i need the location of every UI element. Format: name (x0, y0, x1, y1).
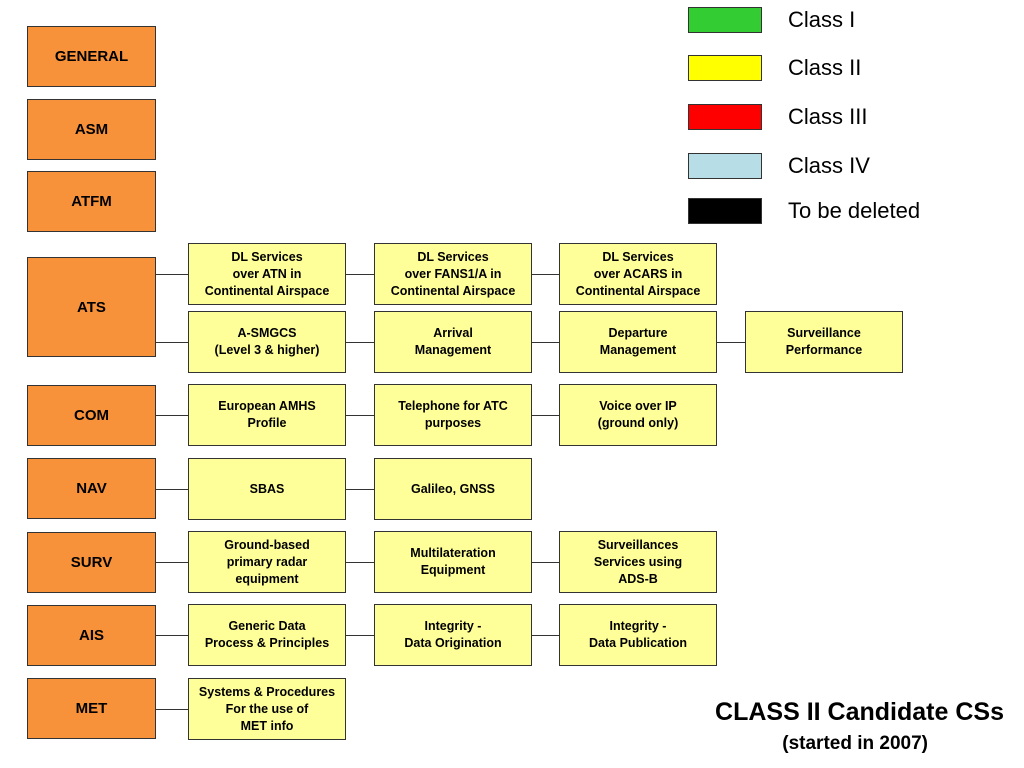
service-box[interactable]: Generic Data Process & Principles (188, 604, 346, 666)
connector-line (156, 342, 188, 343)
service-box[interactable]: Surveillances Services using ADS-B (559, 531, 717, 593)
connector-line (346, 274, 374, 275)
service-box[interactable]: Integrity - Data Publication (559, 604, 717, 666)
category-surv-box[interactable]: SURV (27, 532, 156, 593)
category-general-box[interactable]: GENERAL (27, 26, 156, 87)
connector-line (156, 274, 188, 275)
category-com-box[interactable]: COM (27, 385, 156, 446)
service-box[interactable]: Telephone for ATC purposes (374, 384, 532, 446)
connector-line (346, 342, 374, 343)
connector-line (532, 342, 559, 343)
page-subtitle: (started in 2007) (782, 733, 928, 754)
legend-swatch (688, 153, 762, 179)
category-met-box[interactable]: MET (27, 678, 156, 739)
service-box[interactable]: DL Services over FANS1/A in Continental … (374, 243, 532, 305)
connector-line (156, 562, 188, 563)
legend-swatch (688, 198, 762, 224)
connector-line (156, 415, 188, 416)
legend-label: Class III (788, 104, 868, 129)
page-title: CLASS II Candidate CSs (715, 698, 1004, 726)
legend-swatch (688, 104, 762, 130)
connector-line (346, 415, 374, 416)
service-box[interactable]: A-SMGCS (Level 3 & higher) (188, 311, 346, 373)
service-box[interactable]: Galileo, GNSS (374, 458, 532, 520)
category-atfm-box[interactable]: ATFM (27, 171, 156, 232)
connector-line (532, 635, 559, 636)
service-box[interactable]: Ground-based primary radar equipment (188, 531, 346, 593)
service-box[interactable]: Arrival Management (374, 311, 532, 373)
connector-line (156, 489, 188, 490)
legend-label: Class II (788, 55, 862, 80)
category-ais-box[interactable]: AIS (27, 605, 156, 666)
category-asm-box[interactable]: ASM (27, 99, 156, 160)
legend-swatch (688, 7, 762, 33)
connector-line (532, 562, 559, 563)
legend-label: Class IV (788, 153, 870, 178)
category-ats-box[interactable]: ATS (27, 257, 156, 357)
connector-line (156, 709, 188, 710)
connector-line (532, 415, 559, 416)
service-box[interactable]: Surveillance Performance (745, 311, 903, 373)
service-box[interactable]: DL Services over ATN in Continental Airs… (188, 243, 346, 305)
service-box[interactable]: DL Services over ACARS in Continental Ai… (559, 243, 717, 305)
legend-swatch (688, 55, 762, 81)
connector-line (346, 562, 374, 563)
service-box[interactable]: Voice over IP (ground only) (559, 384, 717, 446)
service-box[interactable]: European AMHS Profile (188, 384, 346, 446)
service-box[interactable]: Multilateration Equipment (374, 531, 532, 593)
connector-line (532, 274, 559, 275)
legend-label: Class I (788, 7, 856, 32)
connector-line (346, 489, 374, 490)
service-box[interactable]: Integrity - Data Origination (374, 604, 532, 666)
service-box[interactable]: Systems & Procedures For the use of MET … (188, 678, 346, 740)
service-box[interactable]: Departure Management (559, 311, 717, 373)
connector-line (156, 635, 188, 636)
category-nav-box[interactable]: NAV (27, 458, 156, 519)
service-box[interactable]: SBAS (188, 458, 346, 520)
connector-line (717, 342, 745, 343)
legend-label: To be deleted (788, 198, 921, 223)
connector-line (346, 635, 374, 636)
